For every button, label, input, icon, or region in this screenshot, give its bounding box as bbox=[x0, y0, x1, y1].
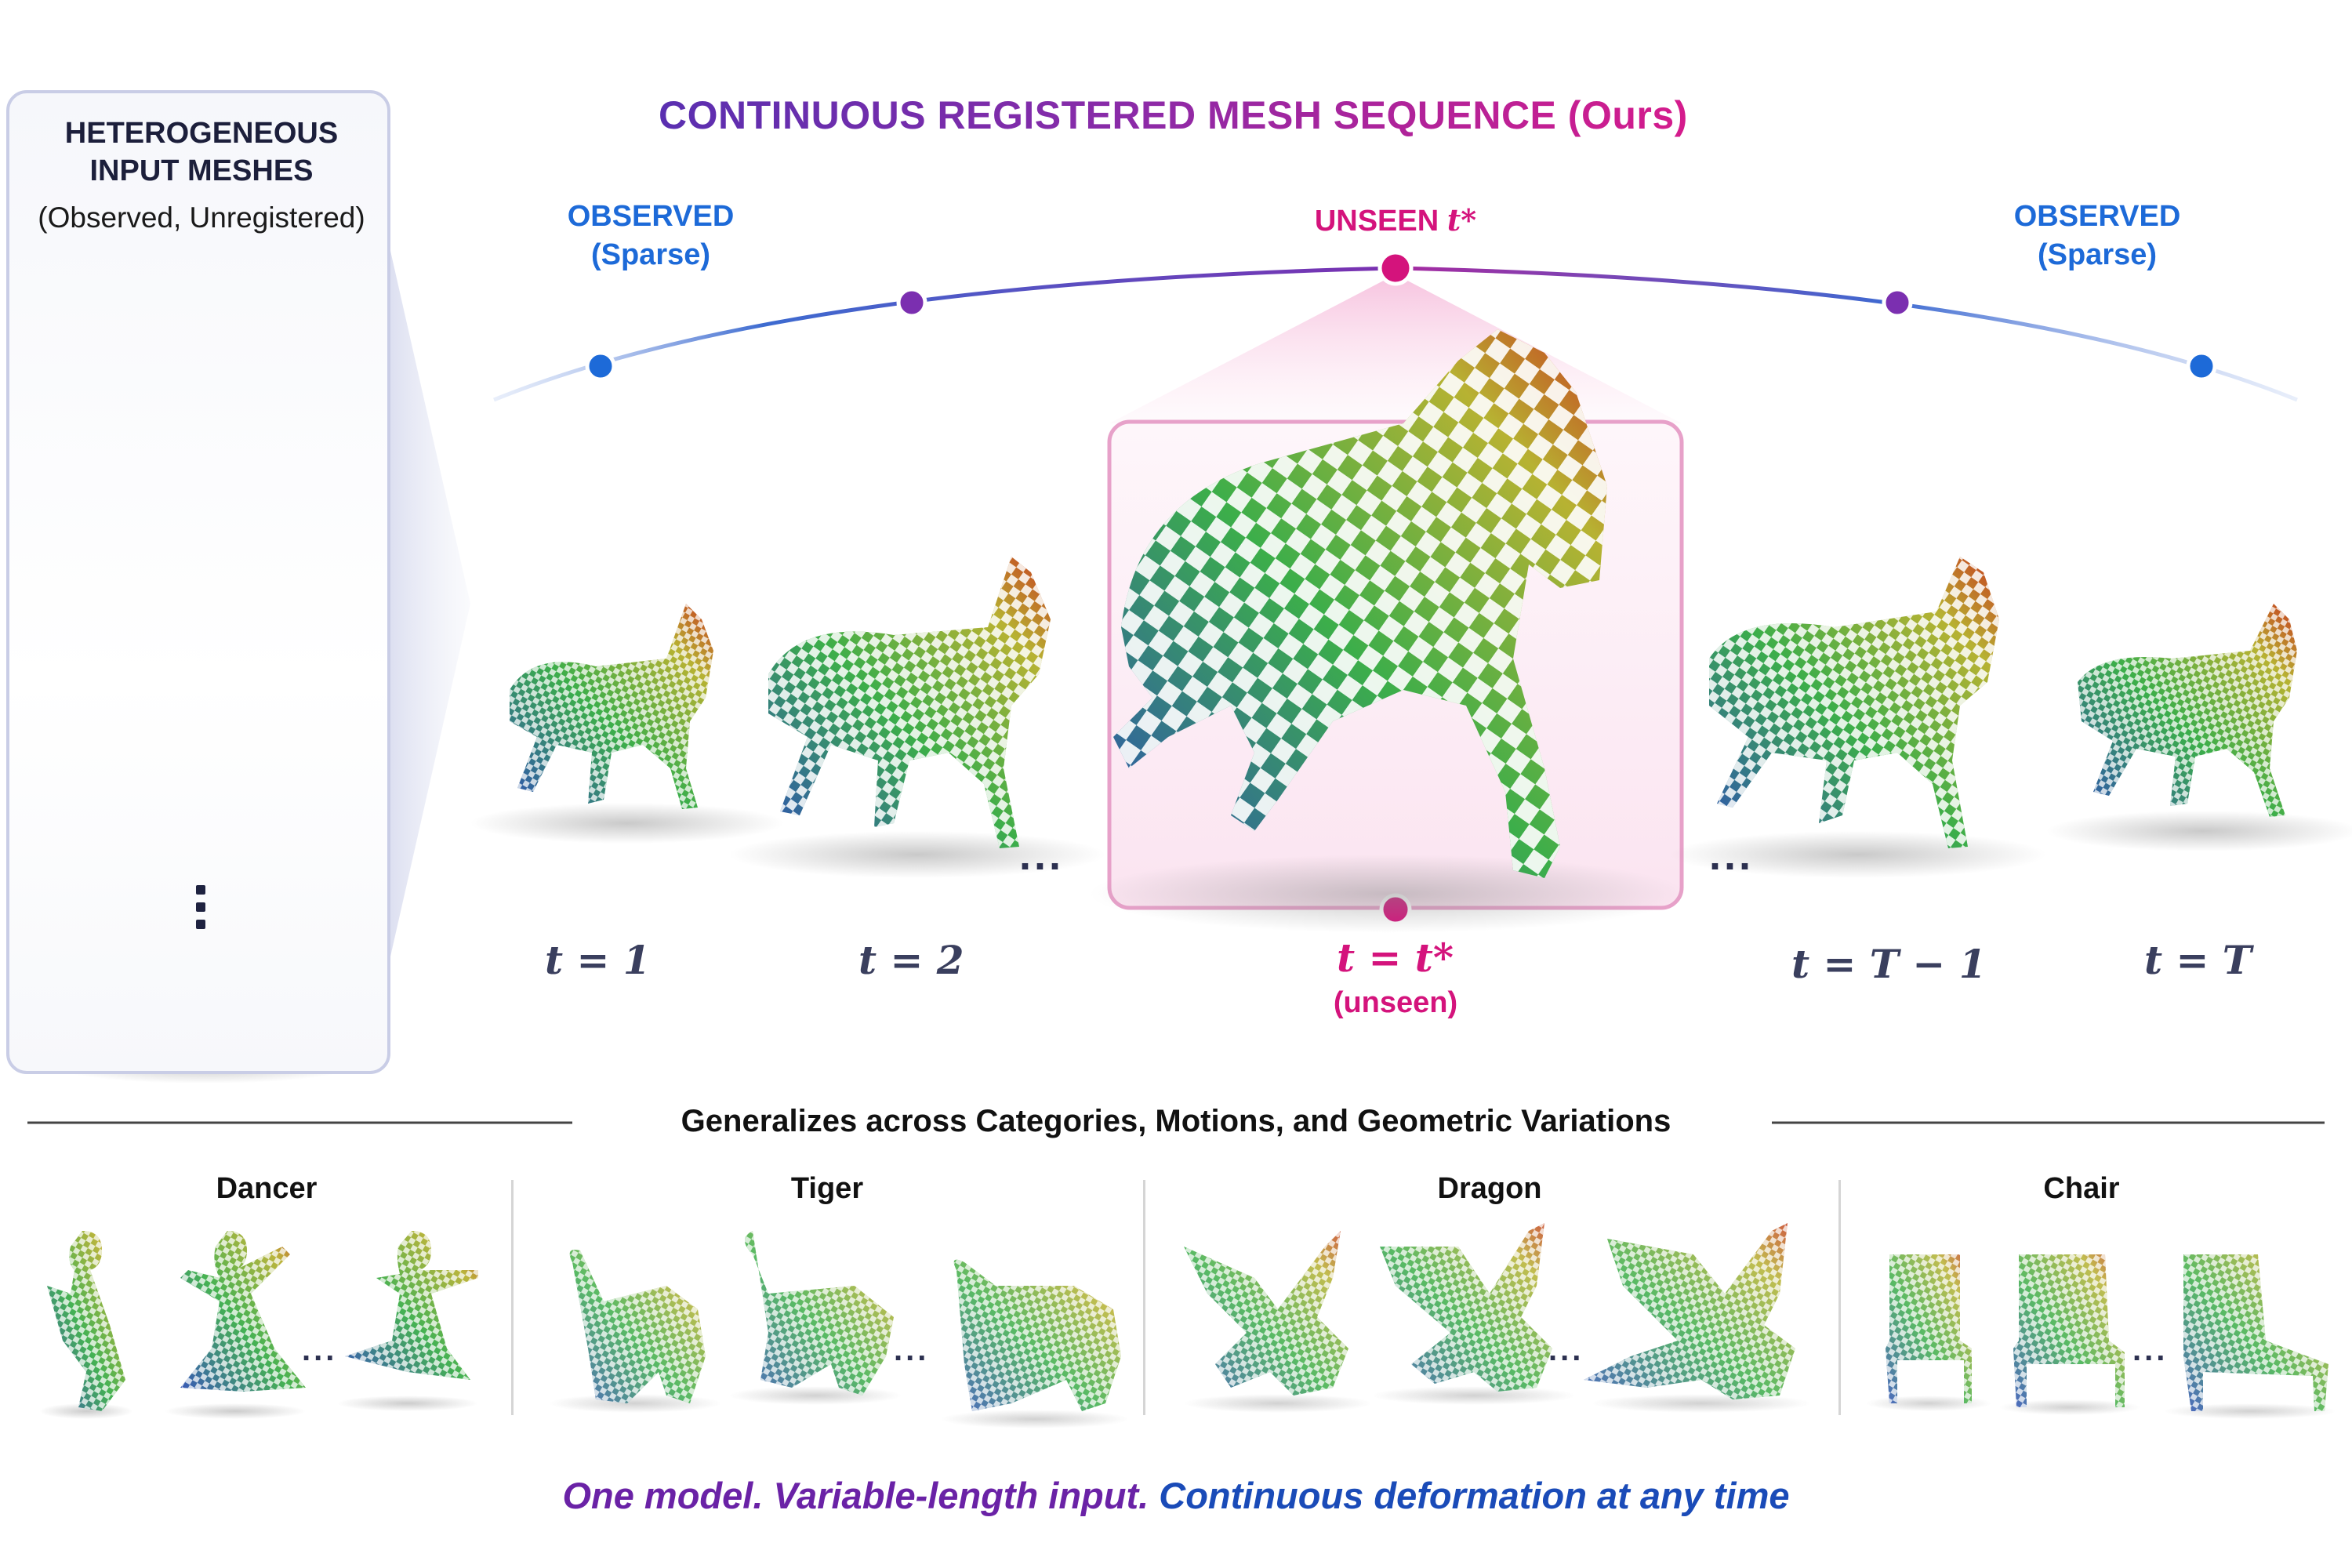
category-dragon: Dragon bbox=[1437, 1172, 1542, 1205]
category-tiger: Tiger bbox=[790, 1172, 864, 1205]
unseen-dot bbox=[1377, 250, 1414, 286]
generalization-heading: Generalizes across Categories, Motions, … bbox=[681, 1104, 1671, 1138]
category-divider-2 bbox=[1143, 1180, 1145, 1415]
intermediate-dot-right bbox=[1882, 287, 1913, 318]
horse-frame-2 bbox=[729, 557, 1105, 878]
category-chair: Chair bbox=[2043, 1172, 2120, 1205]
ellipsis-left: ... bbox=[1019, 832, 1065, 879]
horse-frame-1 bbox=[470, 604, 784, 844]
observed-label-left: OBSERVED (Sparse) bbox=[567, 200, 735, 271]
tagline-part2: Continuous deformation at any time bbox=[1159, 1475, 1790, 1516]
input-meshes-panel: HETEROGENEOUS INPUT MESHES (Observed, Un… bbox=[6, 90, 390, 1074]
observed-label-right: OBSERVED (Sparse) bbox=[2013, 200, 2181, 271]
unseen-label-top: UNSEEN t* bbox=[1314, 202, 1477, 238]
ellipsis-dancer: ... bbox=[302, 1333, 338, 1367]
frame-label-2: t = 2 bbox=[858, 937, 964, 983]
panel-title-line1: HETEROGENEOUS bbox=[64, 117, 339, 150]
tagline-part1: One model. Variable-length input. bbox=[562, 1475, 1149, 1516]
frame-label-t: t = T bbox=[2144, 937, 2252, 983]
horse-frame-t-minus-1 bbox=[1670, 557, 2046, 878]
ellipsis-dragon: ... bbox=[1548, 1333, 1584, 1367]
dragon-figures bbox=[1184, 1223, 1811, 1413]
frame-label-unseen-sub: (unseen) bbox=[1333, 986, 1458, 1019]
category-divider-1 bbox=[511, 1180, 514, 1415]
panel-funnel bbox=[390, 251, 470, 956]
intermediate-dot-left bbox=[896, 287, 927, 318]
frame-label-t-minus-1: t = T − 1 bbox=[1791, 941, 1987, 987]
frame-label-1: t = 1 bbox=[545, 937, 651, 983]
observed-dot-left bbox=[585, 350, 616, 382]
observed-dot-right bbox=[2186, 350, 2217, 382]
frame-label-unseen: t = t* bbox=[1337, 935, 1454, 981]
horse-frame-unseen bbox=[1090, 329, 1686, 933]
panel-title-line2: INPUT MESHES bbox=[89, 154, 314, 187]
chair-figures bbox=[1866, 1254, 2336, 1419]
panel-subtitle: (Observed, Unregistered) bbox=[38, 201, 365, 234]
ellipsis-chair: ... bbox=[2132, 1333, 2169, 1367]
tagline: One model. Variable-length input. Contin… bbox=[0, 1474, 2352, 1517]
main-title: CONTINUOUS REGISTERED MESH SEQUENCE (Our… bbox=[659, 93, 1688, 137]
category-dancer: Dancer bbox=[216, 1172, 318, 1205]
unseen-beam bbox=[1109, 274, 1682, 423]
vertical-ellipsis bbox=[196, 885, 207, 937]
horse-frame-t bbox=[2046, 604, 2352, 851]
tiger-figures bbox=[549, 1231, 1129, 1428]
ellipsis-right: ... bbox=[1709, 832, 1755, 879]
dancer-figures bbox=[39, 1231, 478, 1419]
category-divider-3 bbox=[1838, 1180, 1841, 1415]
ellipsis-tiger: ... bbox=[894, 1333, 930, 1367]
